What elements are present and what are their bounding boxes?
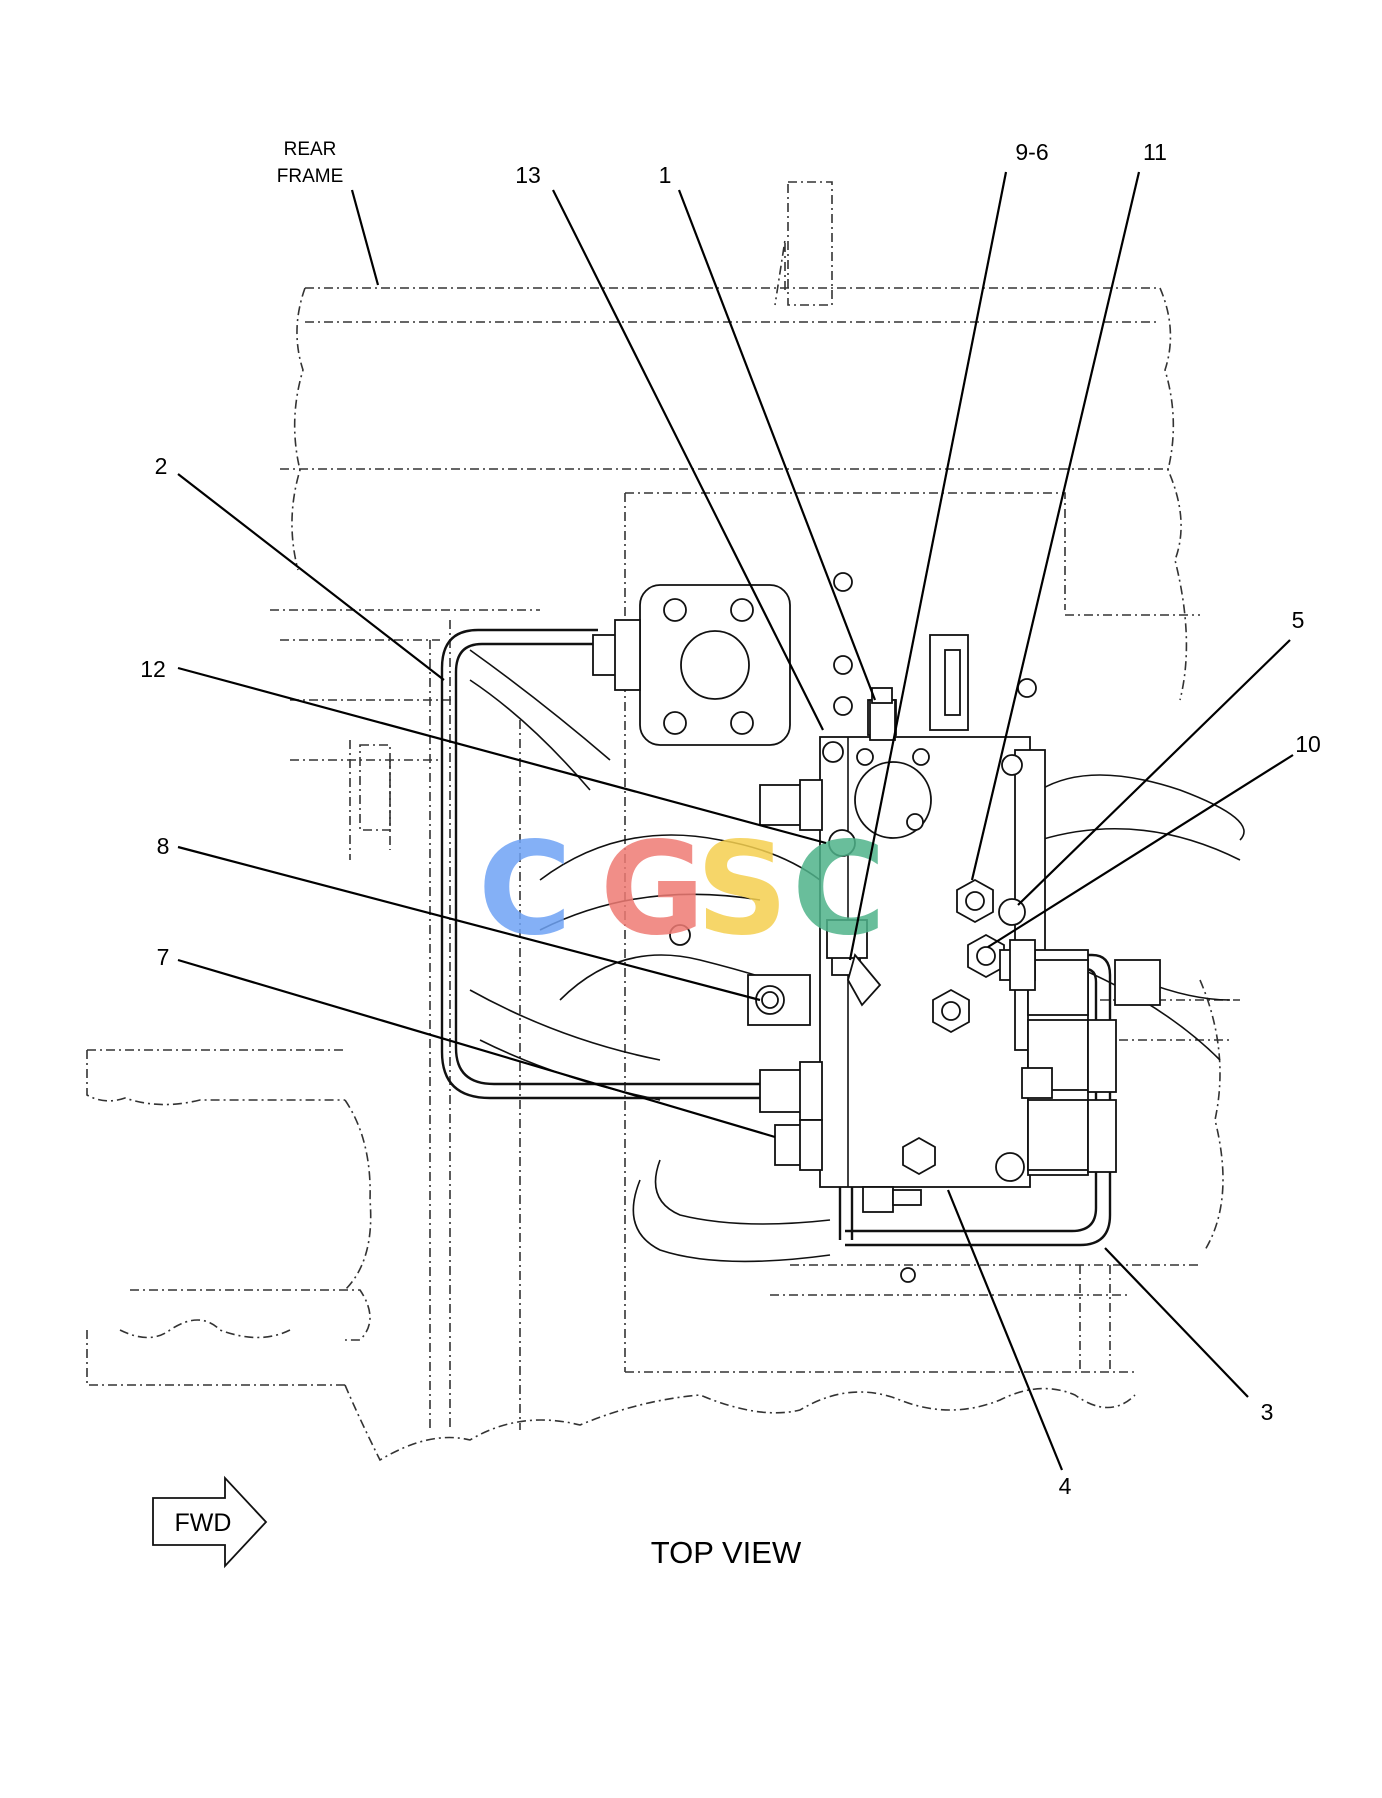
callout-9-6: 9-6 (1015, 139, 1048, 165)
callout-13: 13 (515, 162, 541, 188)
forward-arrow: FWD (152, 1475, 268, 1569)
labels: REAR FRAME 13 1 9-6 11 2 5 12 10 8 7 3 4 (140, 139, 1321, 1499)
watermark-letter-1: C (478, 815, 572, 964)
watermark-letter-4: C (792, 815, 886, 964)
leader-8 (177, 845, 761, 1002)
rear-frame-label-line-2: FRAME (277, 166, 344, 187)
valve-block (747, 687, 1161, 1213)
rear-frame-label-line-1: REAR (284, 139, 337, 160)
callout-5: 5 (1292, 607, 1305, 633)
forward-arrow-label: FWD (175, 1509, 232, 1537)
leader-3 (1104, 1247, 1249, 1398)
watermark-letter-3: S (696, 815, 788, 964)
callout-10: 10 (1295, 731, 1321, 757)
tube-left-loop (440, 628, 765, 1100)
watermark: C G S C (478, 815, 886, 964)
leader-9-6 (848, 171, 1008, 961)
watermark-letter-2: G (600, 815, 705, 964)
callout-3: 3 (1261, 1399, 1274, 1425)
callout-8: 8 (157, 833, 170, 859)
leader-7 (177, 958, 776, 1139)
callout-4: 4 (1059, 1473, 1072, 1499)
leader-rear-frame (350, 189, 380, 286)
callout-11: 11 (1143, 139, 1167, 165)
mounting-flange (592, 584, 791, 746)
callout-12: 12 (140, 656, 166, 682)
rear-frame-outline (86, 181, 1245, 1462)
leader-4 (946, 1189, 1064, 1471)
leader-5 (1017, 639, 1291, 906)
leader-13 (552, 189, 824, 731)
callout-1: 1 (659, 162, 672, 188)
frame-bolts (669, 572, 1037, 1283)
forward-arrow-icon (152, 1475, 268, 1569)
callout-7: 7 (157, 944, 170, 970)
leader-12 (177, 666, 827, 845)
leader-1 (677, 189, 877, 701)
leader-lines (177, 171, 1294, 1471)
callout-2: 2 (155, 453, 168, 479)
leader-2 (177, 473, 445, 681)
view-title: TOP VIEW (651, 1535, 802, 1570)
leader-10 (987, 754, 1294, 948)
leader-11 (970, 171, 1141, 881)
